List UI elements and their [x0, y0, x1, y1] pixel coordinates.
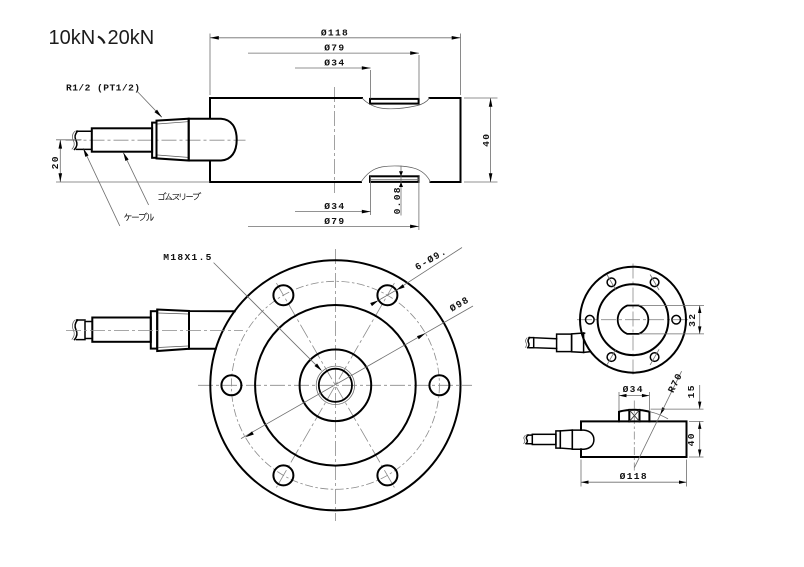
- svg-text:M18X1.5: M18X1.5: [163, 252, 212, 263]
- svg-text:Ø118: Ø118: [620, 471, 648, 482]
- svg-text:10kN: 10kN: [49, 27, 96, 49]
- svg-text:Ø34: Ø34: [623, 384, 644, 395]
- svg-text:40: 40: [686, 432, 697, 446]
- svg-text:40: 40: [481, 133, 492, 147]
- svg-text:0.08: 0.08: [392, 186, 403, 214]
- svg-text:20kN: 20kN: [108, 27, 155, 49]
- svg-text:Ø79: Ø79: [324, 216, 345, 227]
- svg-text:Ø34: Ø34: [324, 201, 345, 212]
- svg-text:20: 20: [50, 155, 61, 169]
- svg-text:Ø34: Ø34: [324, 58, 345, 69]
- svg-text:Ø79: Ø79: [324, 43, 345, 54]
- svg-text:32: 32: [687, 313, 698, 327]
- svg-text:15: 15: [686, 384, 697, 398]
- svg-text:R1/2 (PT1/2): R1/2 (PT1/2): [66, 82, 141, 93]
- svg-text:Ø118: Ø118: [321, 27, 349, 38]
